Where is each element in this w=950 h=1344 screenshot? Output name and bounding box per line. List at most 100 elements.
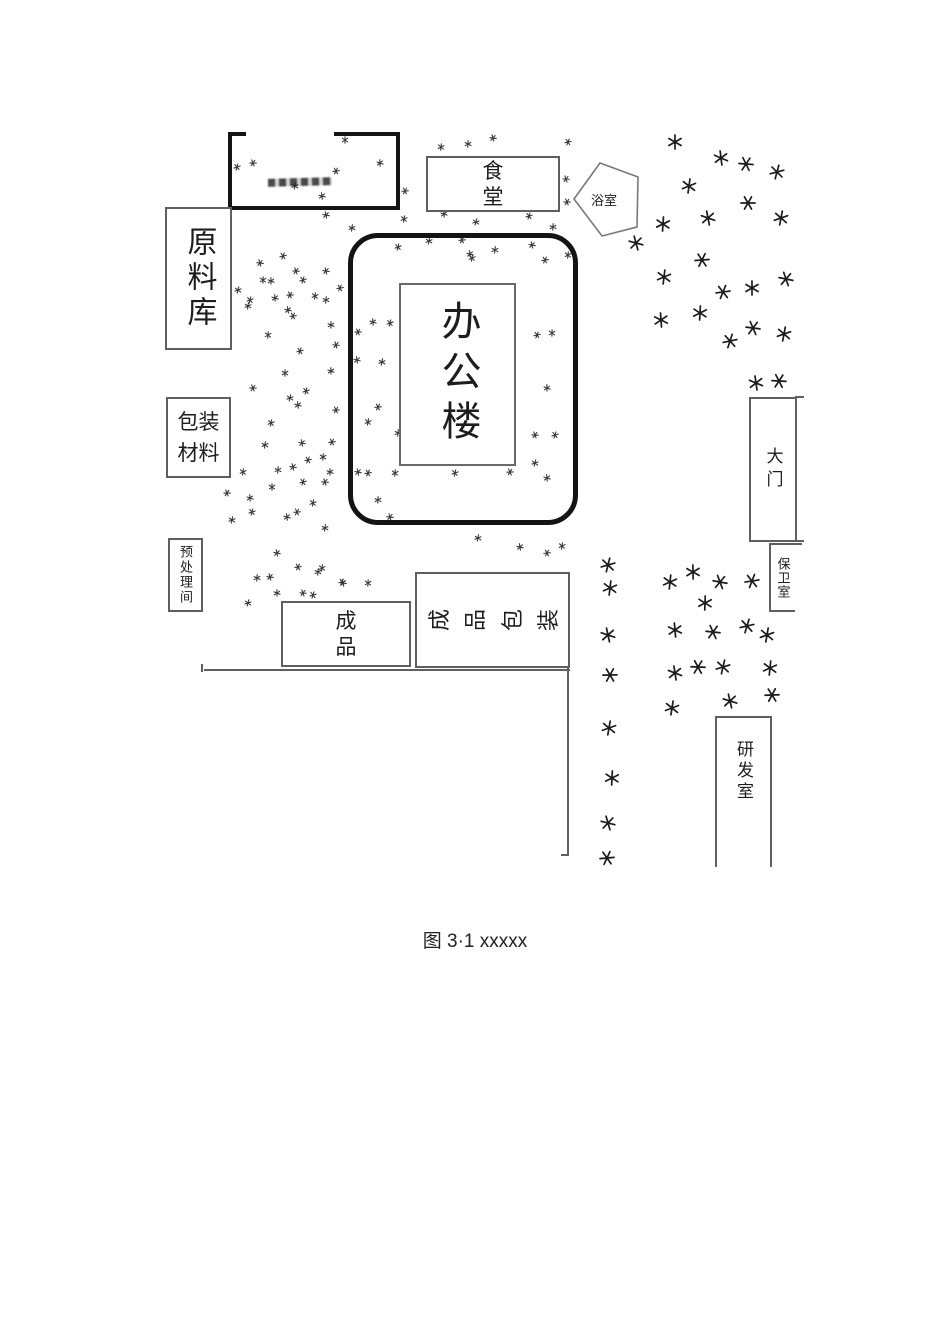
tree-icon	[769, 370, 789, 392]
tree-icon	[597, 812, 619, 834]
tree-icon	[679, 176, 699, 196]
tree-icon	[599, 555, 617, 575]
shrub-icon	[298, 275, 308, 285]
shrub-icon	[292, 507, 302, 517]
tree-icon	[713, 282, 733, 302]
tree-icon	[742, 571, 762, 591]
main-gate: 大门	[749, 397, 797, 542]
shrub-icon	[542, 548, 552, 558]
shrub-icon	[400, 214, 408, 224]
tree-icon	[710, 148, 732, 168]
shrub-icon	[297, 438, 307, 448]
tree-icon	[697, 207, 719, 229]
shrub-icon	[233, 285, 243, 295]
shrub-icon	[248, 383, 258, 393]
shrub-icon	[364, 579, 372, 587]
shrub-icon	[347, 223, 357, 233]
shrub-icon	[243, 301, 253, 311]
shrub-icon	[308, 590, 318, 600]
shrub-icon	[326, 320, 336, 330]
shrub-icon	[563, 137, 573, 147]
shrub-icon	[293, 400, 303, 410]
tree-icon	[692, 304, 708, 322]
shrub-icon	[273, 465, 283, 475]
shrub-icon	[303, 455, 313, 465]
shrub-icon	[293, 562, 303, 572]
rd-room-label: 研发室	[734, 740, 753, 803]
raw-material-warehouse: 原料库	[165, 207, 232, 350]
shrub-icon	[515, 542, 525, 552]
shrub-icon	[278, 251, 288, 261]
shrub-icon	[325, 467, 335, 477]
packaging-material-label: 包装材料	[177, 410, 220, 465]
road-line-left-tick	[201, 664, 203, 672]
shrub-icon	[252, 573, 262, 583]
site-plan-figure: 原料库 包装材料 预处理间 食堂 浴室 办公楼 成品 成品包装	[165, 132, 804, 868]
tree-icon	[600, 719, 618, 737]
shrub-icon	[473, 533, 483, 543]
tree-icon	[664, 663, 686, 683]
office-building-core: 办公楼	[399, 283, 516, 466]
tree-icon	[775, 268, 797, 290]
illegible-struck-text	[267, 177, 333, 187]
shrub-icon	[285, 393, 295, 403]
tree-icon	[762, 685, 782, 705]
shrub-icon	[524, 211, 534, 221]
shrub-icon	[222, 488, 232, 498]
shrub-icon	[288, 311, 298, 321]
shrub-icon	[239, 467, 247, 477]
road-line-vertical	[567, 668, 569, 856]
tree-icon	[664, 699, 680, 717]
shrub-icon	[463, 139, 473, 149]
tree-icon	[597, 848, 617, 868]
shrub-icon	[246, 295, 254, 305]
shrub-icon	[268, 483, 276, 491]
shrub-icon	[247, 507, 257, 517]
gate-top-tick	[795, 396, 804, 398]
road-line-bottom-hook	[561, 854, 569, 856]
shrub-icon	[327, 437, 337, 447]
canteen-building: 食堂	[426, 156, 560, 212]
tree-icon	[664, 620, 686, 640]
tree-icon	[597, 624, 619, 646]
shrub-icon	[272, 588, 282, 598]
tree-icon	[768, 162, 786, 182]
gate-bottom-tick	[795, 540, 804, 542]
tree-icon	[692, 250, 712, 270]
office-building-label: 办公楼	[435, 299, 481, 450]
tree-icon	[738, 193, 758, 213]
tree-icon	[709, 571, 731, 593]
shrub-icon	[295, 346, 305, 356]
security-room-label: 保卫室	[775, 556, 791, 599]
finished-product-packaging-room: 成品包装	[415, 572, 570, 668]
shrub-icon	[264, 331, 272, 339]
shrub-icon	[335, 283, 345, 293]
pretreatment-room-label: 预处理间	[178, 545, 193, 605]
shrub-icon	[272, 548, 282, 558]
shrub-icon	[311, 291, 319, 301]
tree-icon	[602, 768, 622, 788]
workshop-top-edge-left	[228, 132, 246, 136]
shrub-icon	[548, 222, 558, 232]
tree-icon	[714, 657, 732, 677]
tree-icon	[650, 310, 672, 330]
tree-icon	[757, 626, 777, 644]
packaging-material-room: 包装材料	[166, 397, 231, 478]
main-gate-label: 大门	[763, 446, 783, 493]
shrub-icon	[288, 462, 298, 472]
shrub-icon	[266, 276, 276, 286]
shrub-icon	[267, 418, 275, 428]
figure-caption: 图 3·1 xxxxx	[422, 931, 528, 952]
tree-icon	[656, 268, 672, 286]
shrub-icon	[331, 405, 341, 415]
shrub-icon	[331, 340, 341, 350]
shrub-icon	[321, 210, 331, 220]
road-line-horizontal	[204, 669, 570, 671]
shrub-icon	[301, 386, 311, 396]
tree-icon	[662, 573, 678, 591]
gate-underline	[769, 543, 802, 545]
tree-icon	[743, 317, 763, 339]
tree-icon	[703, 621, 723, 643]
tree-icon	[719, 690, 741, 712]
